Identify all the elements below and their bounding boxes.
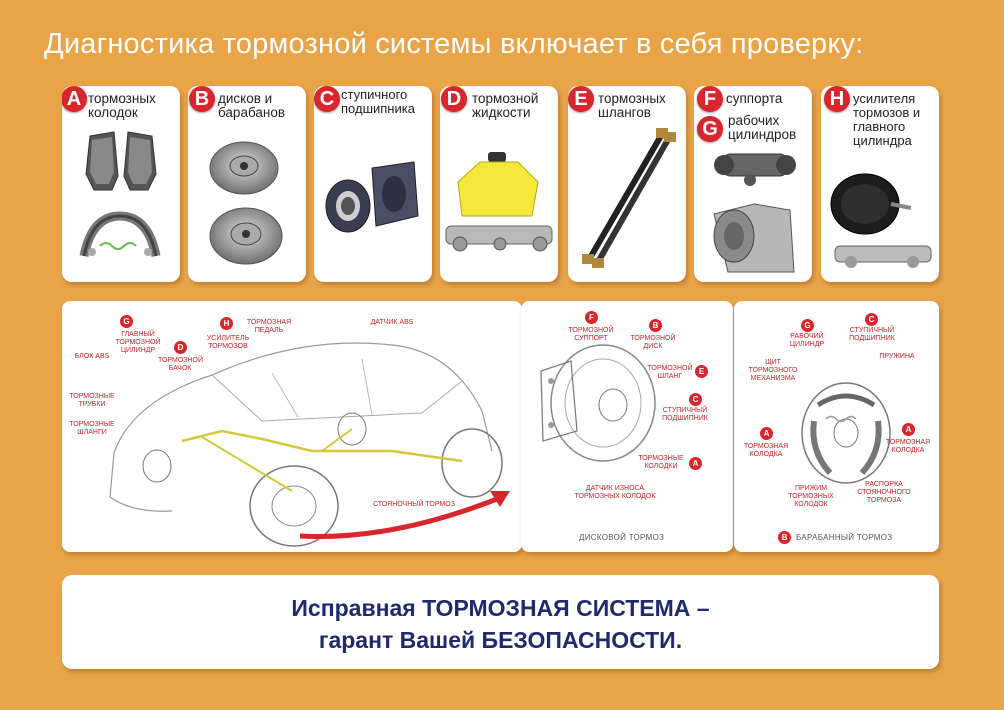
card-label-line1: дисков и [218, 91, 273, 106]
car-badge-d: D [174, 341, 187, 354]
brake-discs-icon [209, 141, 283, 265]
brake-pads-icon [79, 131, 161, 257]
car-label-tubes: ТОРМОЗНЫЕ ТРУБКИ [69, 393, 115, 408]
disc-label-caliper: ТОРМОЗНОЙ СУППОРТ [568, 327, 614, 342]
disc-badge-b: B [649, 319, 662, 332]
drum-label-spring: ПРУЖИНА [879, 353, 915, 360]
drum-label-shoe-left: ТОРМОЗНАЯ КОЛОДКА [743, 443, 789, 458]
disc-badge-c: C [689, 393, 702, 406]
disc-brake-icon [540, 344, 656, 462]
drum-badge-c: C [865, 313, 878, 326]
card-brake-discs: B дисков и барабанов [188, 86, 306, 282]
safety-banner: Исправная ТОРМОЗНАЯ СИСТЕМА – гарант Ваш… [62, 575, 939, 669]
card-label-line1: усилителя [853, 91, 916, 106]
brake-hoses-icon [582, 128, 676, 268]
card-label-line1: тормозных [88, 91, 156, 106]
card-brake-booster: H усилителя тормозов и главного цилиндра [821, 86, 939, 282]
car-label-abs-block: БЛОК ABS [74, 353, 110, 360]
car-label-hoses: ТОРМОЗНЫЕ ШЛАНГИ [69, 421, 115, 436]
car-label-reservoir: ТОРМОЗНОЙ БАЧОК [158, 357, 204, 372]
car-label-abs-sensor: ДАТЧИК ABS [370, 319, 414, 326]
master-cylinder-reservoir-icon [445, 152, 553, 252]
brake-booster-icon [830, 173, 932, 268]
drum-badge-a1: A [760, 427, 773, 440]
card-label-line2: шлангов [598, 105, 651, 120]
card-label-line3: главного [853, 119, 906, 134]
page-title: Диагностика тормозной системы включает в… [44, 28, 864, 60]
card-label-line1: суппорта [726, 91, 783, 106]
drum-brake-diagram: G РАБОЧИЙ ЦИЛИНДР C СТУПИЧНЫЙ ПОДШИПНИК … [734, 301, 939, 552]
drum-label-shield: ЩИТ ТОРМОЗНОГО МЕХАНИЗМА [748, 359, 798, 382]
car-label-pedal: ТОРМОЗНАЯ ПЕДАЛЬ [246, 319, 292, 334]
drum-label-bearing: СТУПИЧНЫЙ ПОДШИПНИК [849, 327, 895, 342]
banner-line-1: Исправная ТОРМОЗНАЯ СИСТЕМА – [291, 595, 710, 621]
banner-line-2: гарант Вашей БЕЗОПАСНОСТИ. [318, 627, 683, 653]
drum-label-cylinder: РАБОЧИЙ ЦИЛИНДР [789, 333, 825, 348]
card-brake-fluid: D тормозной жидкости [440, 86, 558, 282]
card-label-line4: цилиндра [853, 133, 912, 148]
car-label-master-cylinder: ГЛАВНЫЙ ТОРМОЗНОЙ ЦИЛИНДР [115, 331, 161, 354]
card-label-line2: тормозов и [853, 105, 921, 120]
card-label-line2a: рабочих [728, 113, 780, 128]
badge-c: C [314, 86, 340, 112]
drum-badge-g: G [801, 319, 814, 332]
card-label-line2b: цилиндров [728, 127, 797, 142]
card-label-line2: жидкости [472, 105, 531, 120]
badge-b: B [189, 86, 215, 112]
card-label-line1: ступичного [341, 87, 408, 102]
badge-d: D [441, 86, 467, 112]
card-label-line2: подшипника [341, 101, 415, 116]
badge-a: A [62, 86, 87, 112]
disc-badge-f: F [585, 311, 598, 324]
badge-f: F [697, 86, 723, 112]
disc-label-disc: ТОРМОЗНОЙ ДИСК [630, 335, 676, 350]
car-brake-diagram: G ГЛАВНЫЙ ТОРМОЗНОЙ ЦИЛИНДР D ТОРМОЗНОЙ … [62, 301, 522, 552]
card-label-line2: колодок [88, 105, 138, 120]
disc-brake-diagram: F ТОРМОЗНОЙ СУППОРТ B ТОРМОЗНОЙ ДИСК E Т… [521, 301, 733, 552]
disc-label-hose: ТОРМОЗНОЙ ШЛАНГ [647, 365, 693, 380]
badge-h: H [824, 86, 850, 112]
disc-badge-a: A [689, 457, 702, 470]
car-badge-g: G [120, 315, 133, 328]
drum-label-clamp: ПРИЖИМ ТОРМОЗНЫХ КОЛОДОК [788, 485, 834, 508]
disc-caption: ДИСКОВОЙ ТОРМОЗ [579, 533, 665, 542]
card-caliper-cylinders: F суппорта G рабочих цилиндров [694, 86, 812, 282]
card-brake-hoses: E тормозных шлангов [568, 86, 686, 282]
drum-badge-b: B [778, 531, 791, 544]
car-label-booster: УСИЛИТЕЛЬ ТОРМОЗОВ [206, 335, 250, 350]
disc-label-pads: ТОРМОЗНЫЕ КОЛОДКИ [638, 455, 684, 470]
car-outline-icon [109, 342, 510, 547]
car-badge-h: H [220, 317, 233, 330]
disc-badge-e: E [695, 365, 708, 378]
drum-caption: БАРАБАННЫЙ ТОРМОЗ [796, 533, 893, 542]
drum-label-spacer: РАСПОРКА СТОЯНОЧНОГО ТОРМОЗА [857, 481, 911, 504]
badge-g: G [697, 116, 723, 142]
caliper-cylinder-icon [713, 153, 796, 273]
car-label-parking-brake: СТОЯНОЧНЫЙ ТОРМОЗ [373, 501, 455, 508]
drum-badge-a2: A [902, 423, 915, 436]
badge-e: E [568, 86, 594, 112]
disc-label-bearing: СТУПИЧНЫЙ ПОДШИПНИК [662, 407, 708, 422]
card-label-line1: тормозной [472, 91, 539, 106]
disc-label-wear-sensor: ДАТЧИК ИЗНОСА ТОРМОЗНЫХ КОЛОДОК [574, 485, 656, 500]
card-brake-pads: A тормозных колодок [62, 86, 180, 282]
card-label-line2: барабанов [218, 105, 286, 120]
drum-brake-icon [801, 382, 891, 484]
card-label-line1: тормозных [598, 91, 666, 106]
drum-label-shoe-right: ТОРМОЗНАЯ КОЛОДКА [885, 439, 931, 454]
wheel-bearing-icon [325, 161, 419, 233]
card-wheel-bearing: C ступичного подшипника [314, 86, 432, 282]
